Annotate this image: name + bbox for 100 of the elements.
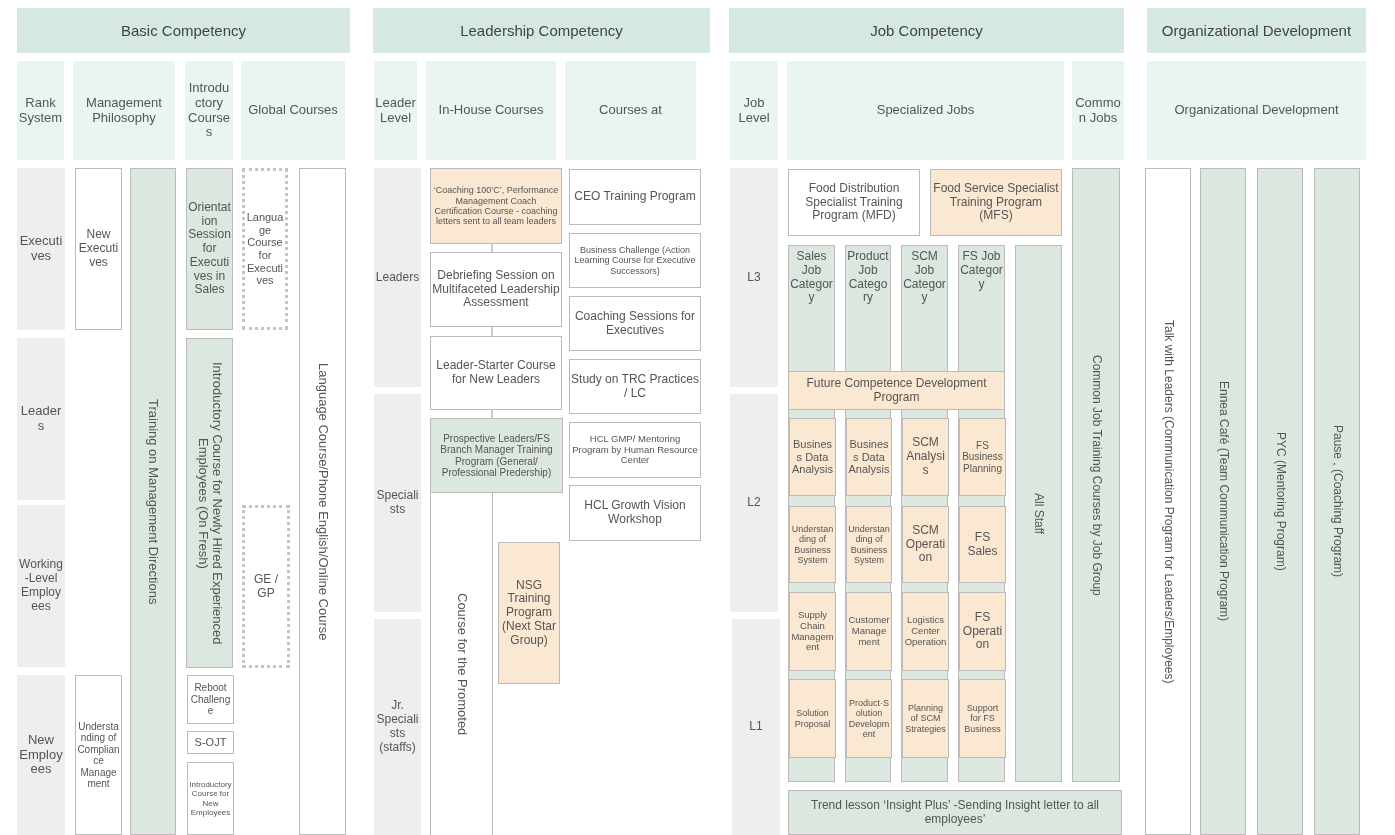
program-box (788, 790, 1122, 835)
program-box (430, 418, 563, 493)
featured-course-box (788, 371, 1005, 410)
course-label: PYC (Mentoring Program) (1272, 432, 1288, 571)
course-label: Leaders (19, 404, 63, 434)
course-label: Working-Level Employees (18, 558, 64, 614)
featured-course-box (430, 168, 562, 244)
course-label: Pause , (Coaching Program) (1329, 425, 1345, 578)
course-label: Organizational Development (1173, 103, 1340, 118)
program-box (1015, 245, 1062, 782)
course-label: Logistics Center Operation (903, 615, 948, 648)
featured-course-box (789, 506, 836, 583)
course-label: Job Level (737, 95, 771, 126)
program-box (1314, 168, 1360, 835)
course-label: SCM Analysis (905, 436, 946, 478)
featured-course-box (498, 542, 560, 684)
featured-course-box (789, 679, 836, 758)
program-box (1257, 168, 1303, 835)
course-label: Introductory Course for New Employees (188, 780, 233, 817)
program-box (1200, 168, 1246, 835)
course-label: Common Jobs (1074, 95, 1122, 126)
featured-course-box (846, 679, 892, 758)
connector-line (491, 326, 493, 337)
course-label: Understanding of Business System (847, 523, 891, 566)
connector-line (491, 243, 493, 253)
course-label: Course for the Promoted (453, 592, 470, 736)
course-label: Introductory Courses (187, 80, 231, 141)
course-label: Study on TRC Practices / LC (570, 372, 700, 401)
course-box (788, 169, 920, 236)
course-box (569, 169, 701, 225)
course-label: Organizational Development (1160, 21, 1353, 40)
course-label: SCM Operation (904, 523, 947, 566)
program-box (130, 168, 176, 835)
course-label: Common Job Training Courses by Job Group (1088, 354, 1104, 596)
featured-course-box (902, 506, 949, 583)
course-label: SCM Job Category (902, 250, 947, 306)
featured-course-box (846, 506, 892, 583)
course-label: Food Service Specialist Training Program (MFS) (932, 181, 1060, 224)
course-label: New Employees (18, 732, 64, 778)
course-label: FS Operation (961, 610, 1004, 653)
featured-course-box (902, 418, 949, 496)
course-label: FS Sales (966, 530, 999, 559)
course-label: Solution Proposal (793, 708, 832, 729)
course-label: Specialists (375, 489, 420, 517)
course-box (569, 422, 701, 478)
featured-course-box (959, 592, 1006, 671)
section-header (1147, 8, 1366, 53)
course-label: Specialized Jobs (875, 103, 976, 118)
course-label: Courses at (598, 103, 663, 118)
course-label: In-House Courses (437, 103, 545, 118)
course-label: CEO Training Program (573, 190, 697, 204)
course-label: Supply Chain Management (790, 609, 835, 654)
course-column (430, 493, 493, 835)
course-box (75, 675, 122, 835)
course-box (1145, 168, 1191, 835)
course-label: NSG Training Program (Next Star Group) (501, 578, 557, 648)
course-label: Planning of SCM Strategies (904, 703, 947, 734)
section-header (729, 8, 1124, 53)
course-label: Rank System (17, 95, 64, 126)
section-header (17, 8, 350, 53)
program-box (186, 168, 233, 330)
course-box (187, 675, 234, 724)
course-box (569, 233, 701, 288)
connector-line (491, 409, 493, 419)
course-label: Leaders (374, 270, 421, 285)
course-label: Job Competency (869, 21, 984, 40)
course-label: Product·Solution Development (847, 697, 891, 740)
featured-course-box (959, 679, 1006, 758)
course-label: Product Job Category (846, 250, 890, 306)
course-label: L2 (746, 496, 762, 510)
course-label: Future Competence Development Program (805, 376, 988, 405)
course-label: Jr. Specialists (staffs) (375, 699, 420, 755)
course-label: Understanding of Business System (790, 523, 835, 566)
course-label: Support for FS Business (963, 703, 1002, 734)
course-label: Global Courses (247, 103, 339, 118)
course-box (569, 296, 701, 351)
section-header (373, 8, 710, 53)
featured-course-box (959, 418, 1006, 496)
course-box (569, 485, 701, 541)
course-label: Prospective Leaders/FS Branch Manager Training Program (General/ Professional Predership) (439, 432, 554, 479)
course-label: Basic Competency (119, 21, 248, 40)
course-label: Trend lesson ‘Insight Plus’ -Sending Insight letter to all employees’ (810, 798, 1100, 827)
course-label: Debriefing Session on Multifaceted Leadership Assessment (431, 268, 561, 311)
featured-course-box (789, 592, 836, 671)
course-label: Language Course for Executives (245, 211, 285, 287)
course-label: FS Job Category (959, 250, 1004, 292)
featured-course-box (846, 418, 892, 496)
course-label: All Staff (1031, 492, 1047, 535)
program-box (1072, 168, 1120, 782)
course-label: Training on Management Directions (145, 398, 162, 605)
course-label: Food Distribution Specialist Training Program (MFD) (804, 181, 904, 224)
program-box (186, 338, 233, 668)
course-label: Business Challenge (Action Learning Course for Executive Successors) (573, 245, 697, 276)
course-box (430, 252, 562, 327)
course-label: Sales Job Category (789, 250, 834, 306)
course-label: Executives (18, 234, 64, 264)
course-label: Business Data Analysis (791, 438, 834, 476)
course-box (569, 359, 701, 414)
course-label: Business Data Analysis (847, 438, 891, 476)
course-label: Coaching Sessions for Executives (573, 309, 697, 338)
